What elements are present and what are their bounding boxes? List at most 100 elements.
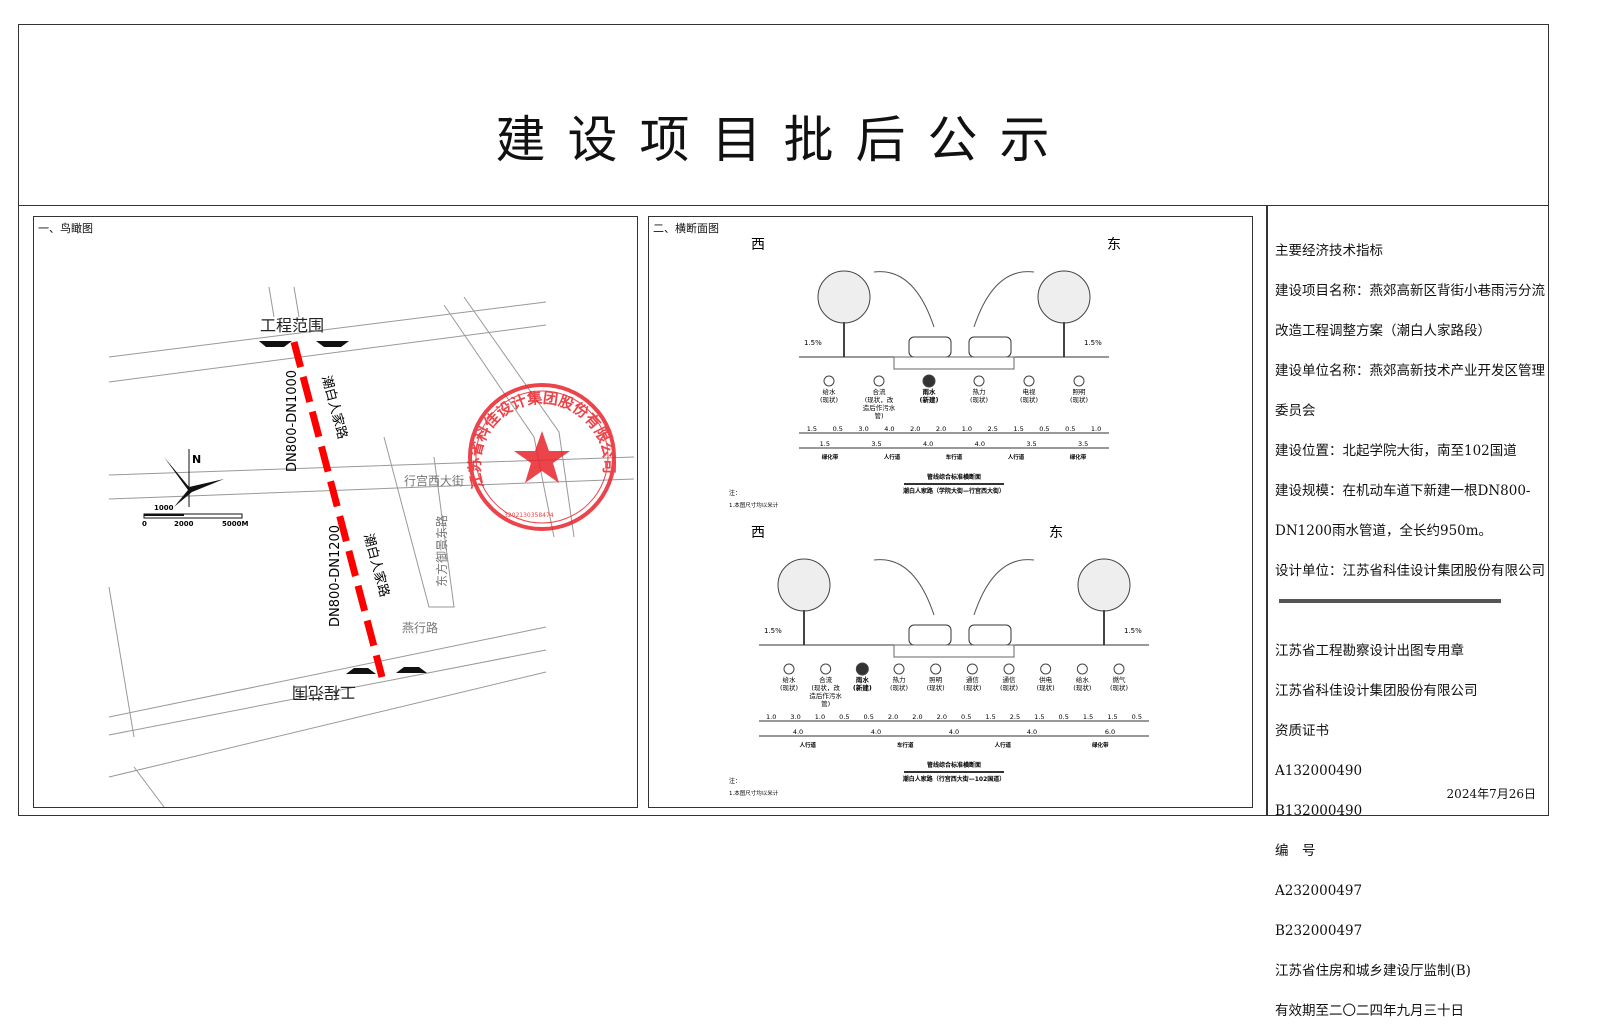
car-icon [908,624,952,646]
car-icon [968,624,1012,646]
dimension-label: 1.5 [1034,713,1044,721]
pipe-label: 供电(现状) [1037,675,1055,692]
panel-label: 二、横断面图 [653,222,719,235]
dimension-label: 2.0 [910,425,920,433]
dimension-label: 2.0 [937,713,947,721]
dimension-label: 6.0 [1105,728,1115,736]
slope-label: 1.5% [1124,627,1142,635]
pipe-label: 照明(现状) [1070,388,1088,404]
cross-section-drawing: 西东1.5%1.5%给水(现状)合流(现状，改造后作污水管)雨水(新建)热力(现… [729,237,1149,797]
zone-label: 人行道 [799,741,816,749]
dimension-label: 1.5 [807,425,817,433]
note-label: 注： [729,777,741,785]
notice-date: 2024年7月26日 [1446,787,1536,801]
car-icon [968,336,1012,358]
info-location: 建设位置：北起学院大街，南至102国道 [1275,443,1517,459]
pipe-label: 给水(现状) [780,675,798,692]
zone-label: 人行道 [994,741,1011,749]
east-label: 东 [1049,525,1063,541]
section-caption: 管线综合标准横断面 [927,473,981,481]
dimension-label: 2.0 [888,713,898,721]
pipe-label: 雨水(新建) [920,387,939,404]
company-seal: 江苏省科佳设计集团股份有限公司 3202130358474 [466,383,618,531]
design-stamp [1279,599,1501,603]
pipe-icon [1073,375,1085,387]
pipe-label: 通信(现状) [963,675,981,692]
tree-icon [1037,270,1091,324]
dimension-label: 0.5 [864,713,874,721]
tech-indicators: 主要经济技术指标 建设项目名称：燕郊高新区背街小巷雨污分流改造工程调整方案（潮白… [1275,231,1547,1031]
pipe-size-label: DN800-DN1200 [328,525,343,627]
dimension-label: 2.0 [912,713,922,721]
note-label: 注： [729,489,741,497]
pipe-icon [783,663,795,675]
pipe-label: 合流(现状，改造后作污水管) [863,387,896,420]
tree-icon [777,558,831,612]
car-icon [908,336,952,358]
dimension-label: 1.5 [985,713,995,721]
dimension-label: 2.0 [936,425,946,433]
dimension-label: 4.0 [1027,728,1037,736]
page-title: 建设项目批后公示 [19,25,1548,206]
info-scale: 建设规模：在机动车道下新建一根DN800-DN1200雨水管道，全长约950m。 [1275,483,1531,539]
scope-bottom-label: 工程范围 [292,683,356,702]
aerial-view-panel: 一、鸟瞰图 工程范围 工程范围 潮白人家路 潮白人家路 DN800-DN1000… [33,216,638,808]
pipe-icon [820,663,832,675]
pipe-icon [966,663,978,675]
pipe-icon [930,663,942,675]
pipe-label: 热力(现状) [970,387,988,404]
section-subcaption: 潮白人家路（行宫西大街—102国道） [903,775,1006,783]
section-caption: 管线综合标准横断面 [927,761,981,769]
dimension-label: 0.5 [1065,425,1075,433]
pipe-label: 给水(现状) [820,387,838,404]
dimension-label: 1.0 [766,713,776,721]
dimension-label: 1.5 [1083,713,1093,721]
dimension-label: 1.5 [1107,713,1117,721]
pipe-icon [1023,375,1035,387]
dimension-label: 1.5 [820,440,830,448]
pipe-label: 燃气(现状) [1110,675,1128,692]
info-heading: 主要经济技术指标 [1275,243,1383,259]
roadbed [893,356,1015,370]
zone-label: 绿化带 [822,453,839,461]
pipe-icon [1040,663,1052,675]
notice-frame: 建设项目批后公示 一、鸟瞰图 工程范围 工程范围 潮白人家路 潮白人家路 DN8… [18,24,1549,1019]
svg-text:5000M: 5000M [222,520,248,528]
street-lamp-icon [873,271,935,328]
pipe-label: 照明(现状) [927,676,945,692]
pipe-label: 给水(现状) [1073,675,1091,692]
note-text: 1.本图尺寸均以米计 [729,501,779,509]
section-subcaption: 潮白人家路（学院大街—行宫西大街） [903,487,1005,495]
pipe-label: 合流(现状，改造后作污水管) [809,675,842,708]
scope-top-label: 工程范围 [260,316,324,335]
info-builder: 建设单位名称：燕郊高新技术产业开发区管理委员会 [1275,363,1545,419]
svg-text:0: 0 [142,520,147,528]
pipe-icon [922,374,936,388]
road-label: 潮白人家路 [360,532,392,599]
street-lamp-icon [973,559,1035,616]
dimension-label: 0.5 [1132,713,1142,721]
dimension-label: 1.0 [815,713,825,721]
pipe-route-line [290,341,386,678]
pipe-size-label: DN800-DN1000 [285,370,300,472]
zone-label: 车行道 [946,453,963,461]
dimension-label: 3.5 [871,440,881,448]
pipe-icon [893,663,905,675]
zone-label: 车行道 [897,741,914,749]
dimension-label: 2.5 [988,425,998,433]
pipe-label: 电视(现状) [1020,387,1038,404]
dimension-label: 4.0 [923,440,933,448]
zone-label: 人行道 [884,453,901,461]
pipe-icon [1003,663,1015,675]
dimension-label: 3.5 [1078,440,1088,448]
info-project-name: 建设项目名称：燕郊高新区背街小巷雨污分流改造工程调整方案（潮白人家路段） [1275,283,1545,339]
dimension-label: 4.0 [949,728,959,736]
pipe-icon [855,662,869,676]
zone-label: 人行道 [1008,453,1025,461]
tree-icon [1077,558,1131,612]
panel-label: 一、鸟瞰图 [38,222,93,235]
pipe-icon [823,375,835,387]
pipe-label: 通信(现状) [1000,675,1018,692]
dimension-label: 4.0 [884,425,894,433]
